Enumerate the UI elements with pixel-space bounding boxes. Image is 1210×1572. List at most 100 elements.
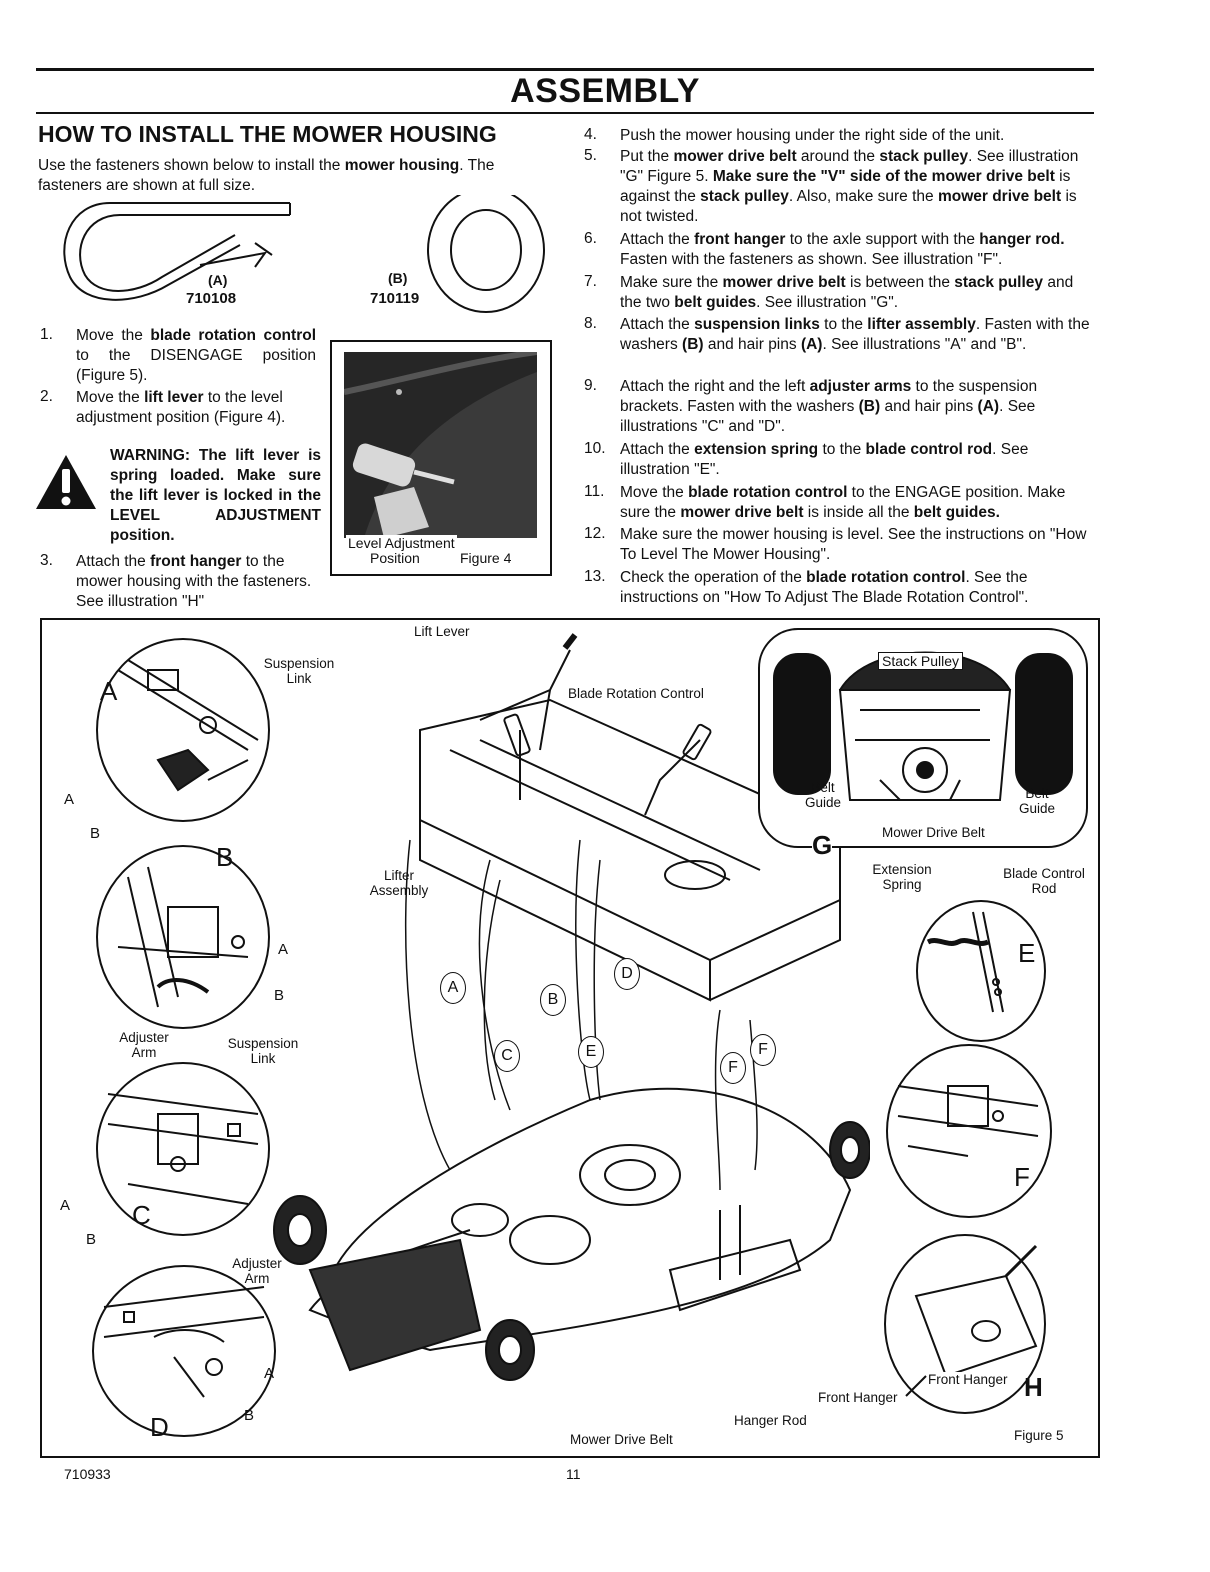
blade-rotation-control-label: Blade Rotation Control xyxy=(568,686,704,701)
inset-f-drawing xyxy=(897,1085,1039,1157)
figure-4-caption-1: Level Adjustment xyxy=(346,535,457,551)
inset-c-pin-label: A xyxy=(60,1197,71,1214)
step-10-number: 10. xyxy=(584,440,606,457)
inset-d-pin-label: A xyxy=(264,1365,275,1382)
inset-b-washer-label: B xyxy=(274,987,285,1004)
inset-c xyxy=(96,1062,270,1236)
intro-paragraph: Use the fasteners shown below to install… xyxy=(38,156,558,196)
step-6-number: 6. xyxy=(584,230,597,247)
inset-h xyxy=(884,1234,1046,1414)
fastener-b-part: 710119 xyxy=(370,290,420,307)
adjuster-arm-c-label: Adjuster Arm xyxy=(119,1030,169,1060)
lift-lever-label: Lift Lever xyxy=(414,624,470,639)
front-hanger-label: Front Hanger xyxy=(818,1390,898,1405)
step-3-number: 3. xyxy=(40,552,53,569)
step-9-number: 9. xyxy=(584,377,597,394)
warning-icon xyxy=(36,455,96,509)
inset-h-letter: H xyxy=(1024,1372,1043,1402)
path-letter-c: C xyxy=(494,1040,520,1072)
inset-d-drawing xyxy=(103,1286,265,1398)
page-title: ASSEMBLY xyxy=(510,72,700,110)
inset-f xyxy=(886,1044,1052,1218)
inset-c-washer-label: B xyxy=(86,1231,97,1248)
inset-g: Stack Pulley xyxy=(758,628,1088,848)
figure-4-caption-2: Position xyxy=(370,550,420,566)
step-6-text: Attach the front hanger to the axle supp… xyxy=(620,231,1065,268)
step-4-text: Push the mower housing under the right s… xyxy=(620,127,1005,144)
lever-photo-drawing xyxy=(344,352,537,538)
washer-drawing xyxy=(427,195,545,313)
suspension-link-top-label: Suspension Link xyxy=(263,656,335,686)
step-5-number: 5. xyxy=(584,147,597,164)
suspension-link-b-label: Suspension Link xyxy=(227,1036,299,1066)
figure-5-frame xyxy=(40,618,1100,1458)
warning-text: WARNING: The lift lever is spring loaded… xyxy=(110,447,321,544)
path-letter-b: B xyxy=(540,984,566,1016)
step-1-text: Move the blade rotation control to the D… xyxy=(76,327,316,384)
inset-e-letter: E xyxy=(1018,938,1036,968)
path-letter-d: D xyxy=(614,958,640,990)
path-letter-f1: F xyxy=(720,1052,746,1084)
inset-e xyxy=(916,900,1046,1042)
inset-g-letter: G xyxy=(812,830,833,861)
inset-b xyxy=(96,845,270,1029)
fastener-illustrations xyxy=(63,195,545,313)
step-7-number: 7. xyxy=(584,273,597,290)
hanger-rod-label: Hanger Rod xyxy=(734,1413,807,1428)
path-letter-e: E xyxy=(578,1036,604,1068)
stack-pulley-label: Stack Pulley xyxy=(878,652,964,670)
inset-c-drawing xyxy=(107,1093,259,1205)
step-2-number: 2. xyxy=(40,388,53,405)
intro-post: . The fasteners are shown at full size. xyxy=(38,157,495,194)
step-13-text: Check the operation of the blade rotatio… xyxy=(620,569,1029,606)
step-1-number: 1. xyxy=(40,326,53,343)
step-8-number: 8. xyxy=(584,315,597,332)
step-8-text: Attach the suspension links to the lifte… xyxy=(620,316,1090,353)
step-12-text: Make sure the mower housing is level. Se… xyxy=(620,526,1087,563)
inset-e-drawing xyxy=(926,911,1004,1013)
inset-g-drawing xyxy=(773,651,1073,801)
inset-a-drawing xyxy=(117,659,259,792)
path-letter-f2: F xyxy=(750,1034,776,1066)
mower-drive-belt-label: Mower Drive Belt xyxy=(570,1432,673,1447)
inset-f-letter: F xyxy=(1014,1162,1030,1192)
step-7-text: Make sure the mower drive belt is betwee… xyxy=(620,274,1074,311)
figure-4-photo xyxy=(344,352,537,538)
inset-d-letter: D xyxy=(150,1412,169,1442)
lifter-assembly-label: Lifter Assembly xyxy=(369,868,429,898)
fastener-a-letter: (A) xyxy=(208,272,228,288)
intro-bold: mower housing xyxy=(344,157,460,174)
inset-d-washer-label: B xyxy=(244,1407,255,1424)
extension-spring-label: Extension Spring xyxy=(872,862,932,892)
mower-assembly-drawing xyxy=(273,633,870,1381)
step-9-text: Attach the right and the left adjuster a… xyxy=(620,378,1038,435)
intro-pre: Use the fasteners shown below to install… xyxy=(38,157,345,174)
part-number: 710933 xyxy=(64,1466,111,1482)
step-12-number: 12. xyxy=(584,525,606,542)
fastener-b-letter: (B) xyxy=(388,270,408,286)
inset-a xyxy=(96,638,270,822)
figure-5-label: Figure 5 xyxy=(1014,1428,1064,1443)
belt-guide-left-label: Belt Guide xyxy=(804,780,842,810)
step-5-text: Put the mower drive belt around the stac… xyxy=(620,148,1079,225)
mower-drive-belt-g-label: Mower Drive Belt xyxy=(882,825,985,840)
belt-guide-right-label: Belt Guide xyxy=(1018,786,1056,816)
hair-pin-drawing xyxy=(63,202,291,301)
inset-b-pin-label: A xyxy=(278,941,289,958)
step-11-text: Move the blade rotation control to the E… xyxy=(620,484,1066,521)
inset-c-letter: C xyxy=(132,1200,151,1230)
inset-d xyxy=(92,1265,276,1437)
front-hanger-h-label: Front Hanger xyxy=(928,1372,1008,1387)
inset-b-drawing xyxy=(117,866,249,1008)
step-4-number: 4. xyxy=(584,126,597,143)
inset-b-letter: B xyxy=(216,842,234,872)
blade-control-rod-label: Blade Control Rod xyxy=(1003,866,1085,896)
inset-a-letter: A xyxy=(100,676,118,706)
fastener-a-part: 710108 xyxy=(186,290,237,307)
top-rule xyxy=(36,68,1094,71)
step-11-number: 11. xyxy=(584,483,605,500)
step-3-text: Attach the front hanger to the mower hou… xyxy=(76,553,312,610)
inset-a-pin-label: A xyxy=(64,791,75,808)
step-13-number: 13. xyxy=(584,568,606,585)
adjuster-arm-d-label: Adjuster Arm xyxy=(232,1256,282,1286)
